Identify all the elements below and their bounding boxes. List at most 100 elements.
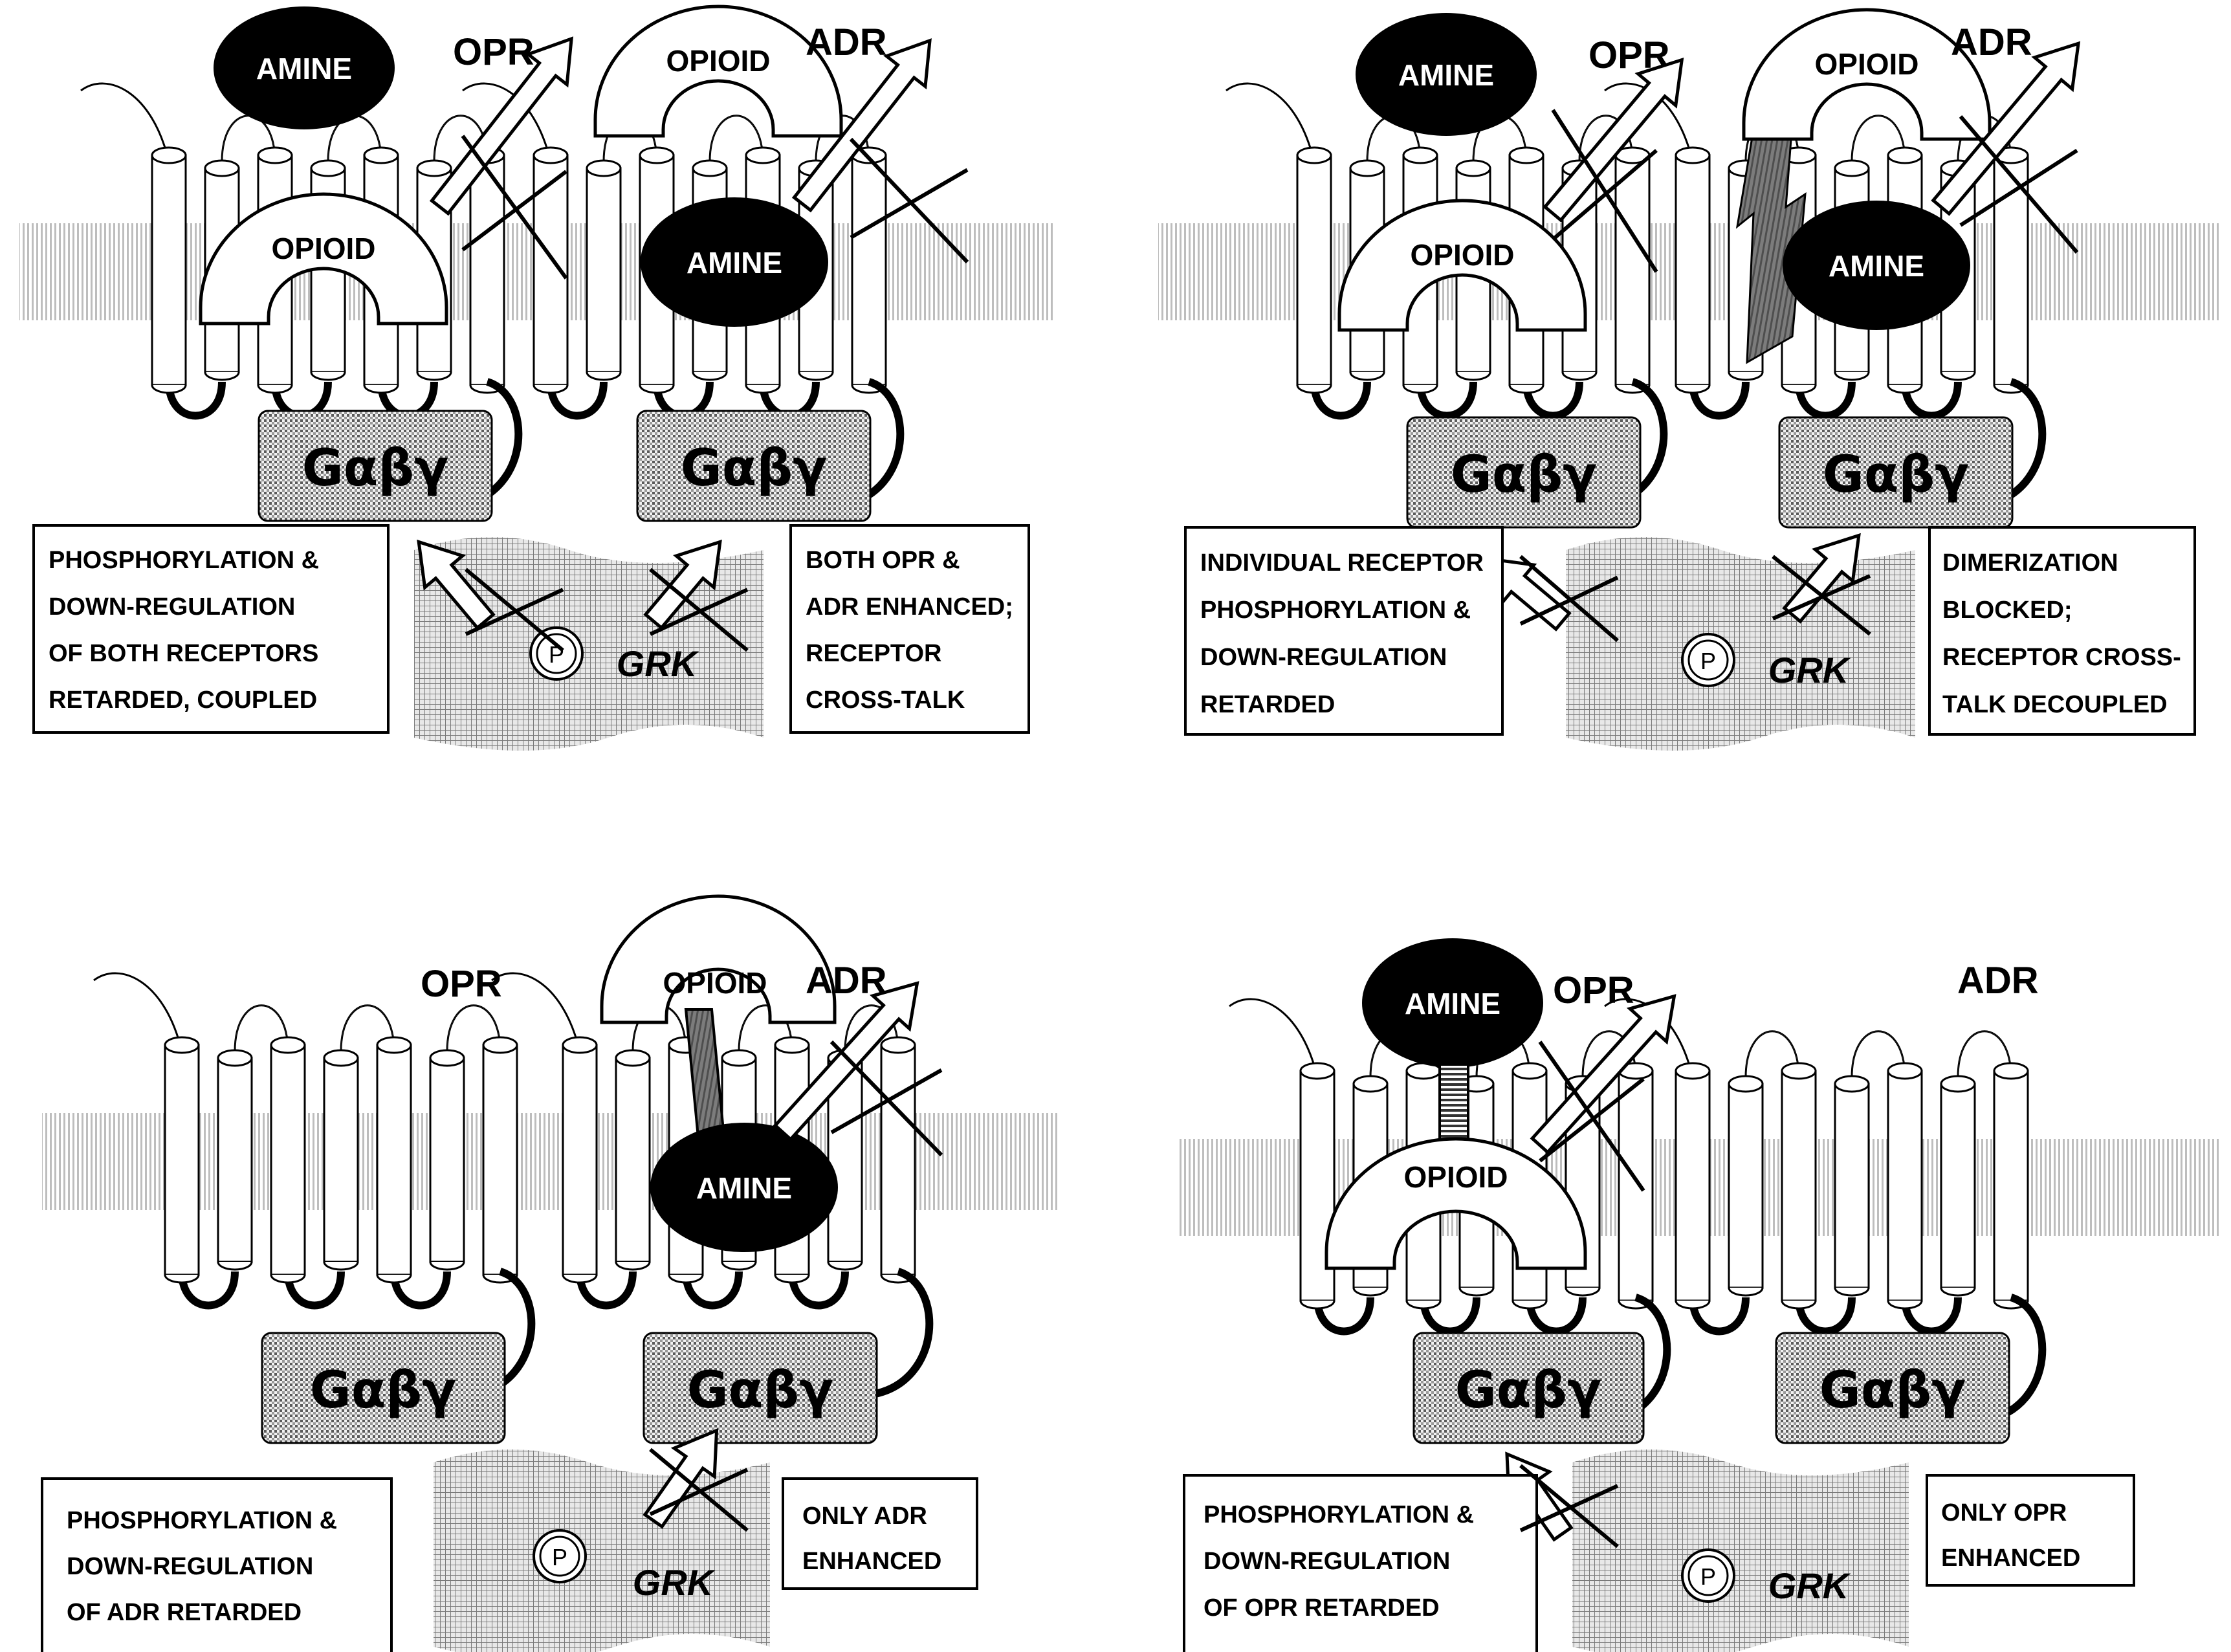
ligand-label: AMINE (1398, 58, 1494, 92)
transmembrane-helix (376, 1036, 412, 1284)
phospho-label: P (1700, 648, 1716, 674)
label-adr: ADR (1951, 21, 2032, 63)
phospho-label: P (1700, 1563, 1716, 1590)
note-line: PHOSPHORYLATION & (49, 547, 319, 574)
g-protein-right: Gαβγ (1778, 416, 2014, 529)
transmembrane-helix (1614, 146, 1651, 394)
grk-arrow-right (643, 539, 722, 630)
cross-mark (1959, 115, 2079, 254)
signal-arrow-opr (1530, 994, 1676, 1155)
note-line: PHOSPHORYLATION & (1203, 1501, 1474, 1528)
ligand-opioid-inner: OPIOID (199, 192, 448, 325)
transmembrane-helix (880, 1036, 916, 1284)
cross-mark (1519, 1464, 1619, 1548)
intracellular-loop (1689, 381, 1750, 420)
extracellular-loop (844, 1004, 899, 1052)
g-protein-label: Gαβγ (1819, 1361, 1966, 1420)
g-protein-right: Gαβγ (643, 1332, 878, 1444)
intracellular-loop (284, 1271, 345, 1310)
svg-text:BOTH OPR &ADR ENHANCED;RECEPTO: BOTH OPR &ADR ENHANCED;RECEPTORCROSS-TAL… (806, 547, 1013, 714)
note-line: CROSS-TALK (806, 687, 965, 714)
phospho-site: P (533, 1529, 587, 1583)
intracellular-loop (1522, 381, 1583, 420)
note-line: OF OPR RETARDED (1203, 1594, 1440, 1622)
extracellular-loop (1851, 115, 1906, 162)
transmembrane-helix (1834, 1075, 1870, 1297)
ligand-label: OPIOID (1403, 1160, 1508, 1194)
note-left: PHOSPHORYLATION & DOWN-REGULATION OF OPR R… (1183, 1474, 1538, 1652)
note-line: OF BOTH RECEPTORS (49, 640, 318, 667)
note-line: BLOCKED; (1942, 597, 2072, 624)
intracellular-loop (165, 381, 226, 420)
signal-arrow-adr (791, 38, 932, 213)
note-line: DOWN-REGULATION (1203, 1548, 1450, 1575)
transmembrane-helix (586, 159, 622, 381)
intracellular-loop (1689, 1297, 1750, 1336)
cross-mark (1538, 1041, 1645, 1192)
note-line: RECEPTOR (806, 640, 941, 667)
extracellular-loop (709, 115, 764, 162)
note-line: DOWN-REGULATION (49, 593, 295, 621)
ligand-opioid-outer: OPIOID (593, 5, 843, 138)
cross-mark (1519, 555, 1619, 643)
intracellular-loop (1313, 1297, 1374, 1336)
ligand-opioid-outer: OPIOID (1742, 8, 1992, 141)
transmembrane-helix (851, 146, 887, 394)
g-protein-left: Gαβγ (1406, 416, 1642, 529)
g-protein-left: Gαβγ (258, 410, 493, 522)
extracellular-loop (1578, 115, 1634, 162)
ligand-label: AMINE (1829, 249, 1924, 283)
g-protein-label: Gαβγ (687, 1361, 834, 1420)
phospho-label: P (552, 1544, 567, 1570)
intracellular-loop (1795, 381, 1856, 420)
svg-text:PHOSPHORYLATION &DOWN-REGULATI: PHOSPHORYLATION & DOWN-REGULATION OF BOTH … (49, 547, 319, 714)
g-protein-left: Gαβγ (261, 1332, 506, 1444)
panel-top-right: Gαβγ Gαβγ P GRK AMINE OPIOID OPIOID AMIN… (1158, 8, 2219, 751)
grk-arrow-right (1782, 533, 1861, 624)
grk-label: GRK (1768, 650, 1851, 690)
transmembrane-helix (1887, 1062, 1923, 1310)
cross-mark (1551, 109, 1658, 273)
label-opr: OPR (453, 31, 534, 73)
n-terminal-tail (462, 82, 552, 162)
transmembrane-helix (1296, 146, 1332, 394)
intracellular-loop (1901, 1297, 1962, 1336)
intracellular-loop (1416, 381, 1477, 420)
extracellular-loop (234, 1004, 289, 1052)
intracellular-loop (1901, 381, 1962, 420)
cross-mark (649, 567, 749, 652)
note-line: ADR ENHANCED; (806, 593, 1013, 621)
intracellular-loop (1420, 1297, 1480, 1336)
grk-arrow-right (643, 1427, 719, 1529)
signal-arrow-adr (773, 981, 919, 1142)
signal-arrow-opr (1543, 57, 1684, 223)
note-line: PHOSPHORYLATION & (1200, 597, 1471, 624)
cross-mark (465, 567, 564, 652)
ligand-label: OPIOID (1814, 47, 1918, 81)
grk-arrow-left (417, 539, 496, 630)
note-line: DOWN-REGULATION (67, 1553, 313, 1580)
grk-label: GRK (617, 643, 699, 684)
transmembrane-helix (1675, 146, 1711, 394)
ligand-label: AMINE (256, 52, 352, 85)
ligand-opioid-inner: OPIOID (1337, 199, 1587, 332)
transmembrane-helix (1940, 1075, 1976, 1297)
transmembrane-helix (1781, 1062, 1817, 1310)
transmembrane-helix (429, 1049, 465, 1271)
ligand-amine-inner: AMINE (650, 1123, 838, 1252)
panel-top-left: Gαβγ Gαβγ P GRK AMINE OPIOID OPIOID AMIN… (19, 5, 1055, 751)
note-line: RETARDED (1200, 691, 1335, 718)
transmembrane-helix (1993, 1062, 2029, 1310)
extracellular-loop (446, 1004, 501, 1052)
ligand-label: OPIOID (1410, 238, 1514, 272)
extracellular-loop (1744, 1030, 1800, 1078)
note-line: INDIVIDUAL RECEPTOR (1200, 549, 1484, 577)
cross-mark (849, 137, 969, 264)
